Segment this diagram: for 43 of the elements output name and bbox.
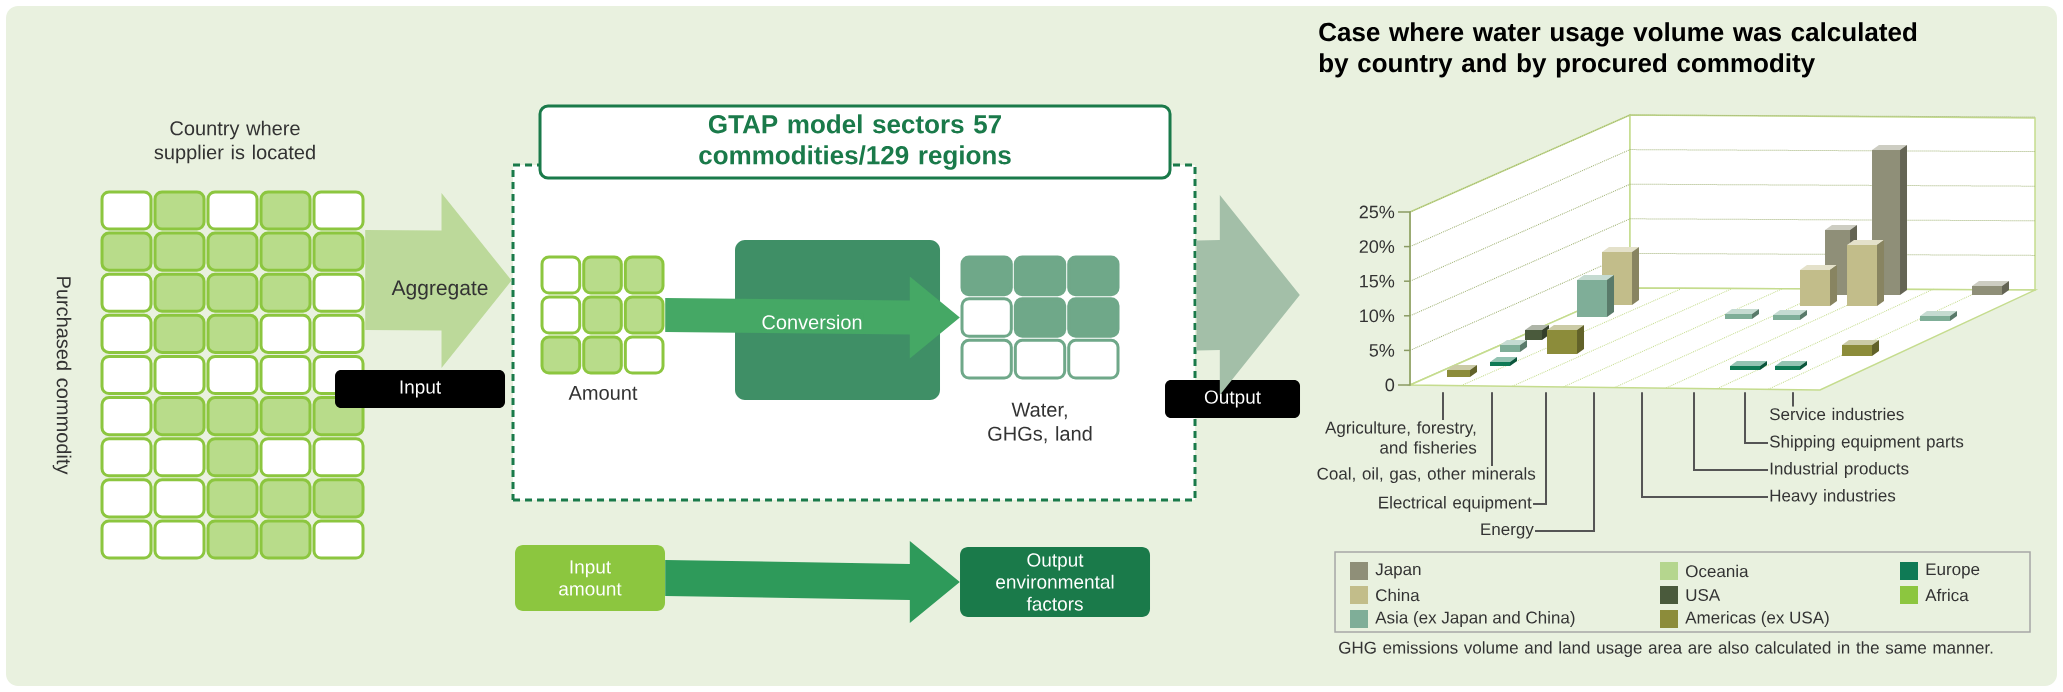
category-label: Energy [1481,523,1534,539]
chart-title: Case where water usage volume was calculated by country and by procured commodity [1319,22,1917,78]
legend-label: Asia (ex Japan and China) [1375,611,1575,627]
leader-line [1744,391,1769,444]
legend-label: Europe [1926,563,1980,579]
axis-tick-label: 20% [1359,240,1395,253]
category-label: Shipping equipment parts [1770,435,1964,451]
leader-line [1491,391,1493,467]
block-arrow [665,541,960,623]
heading-box: GTAP model sectors 57 commodities/129 regions [538,104,1172,180]
category-label: Heavy industries [1770,489,1896,505]
leader-line [1693,391,1769,471]
grid-caption: Water, GHGs, land [988,402,1092,444]
leader-line [1641,391,1769,498]
tag-label: Output [1165,380,1300,418]
legend-label: China [1376,588,1420,602]
leader-line [1442,391,1444,421]
legend-label: Africa [1925,588,1969,602]
note-text: GHG emissions volume and land usage area are also calculated in the same manner. [1339,641,1993,658]
leader-line [1792,391,1794,408]
tag-label: Input [335,370,505,408]
process-box: Input amount [515,545,665,611]
grid-caption: Amount [568,386,638,400]
legend-label: USA [1686,588,1721,601]
leader-line [1532,391,1547,505]
category-label: Industrial products [1770,462,1909,478]
axis-tick-label: 25% [1359,205,1395,219]
legend-label: Japan [1375,563,1421,579]
axis-tick-label: 5% [1369,344,1395,357]
category-label: Electrical equipment [1379,496,1532,512]
axis-tick-label: 0 [1385,378,1395,392]
leader-line [1534,391,1595,532]
category-label: Agriculture, forestry, and fisheries [1325,421,1477,454]
legend-label: Americas (ex USA) [1685,611,1829,627]
legend-label: Oceania [1686,564,1749,578]
grid-heading: Country where supplier is located [154,120,315,164]
process-box: Output environmental factors [960,547,1150,617]
axis-tick-label: 10% [1360,309,1395,323]
category-label: Service industries [1770,407,1904,421]
axis-tick-label: 15% [1360,274,1395,288]
block-arrow [1196,195,1300,395]
axis-label: Purchased commodity [52,277,72,475]
category-label: Coal, oil, gas, other minerals [1317,467,1536,484]
